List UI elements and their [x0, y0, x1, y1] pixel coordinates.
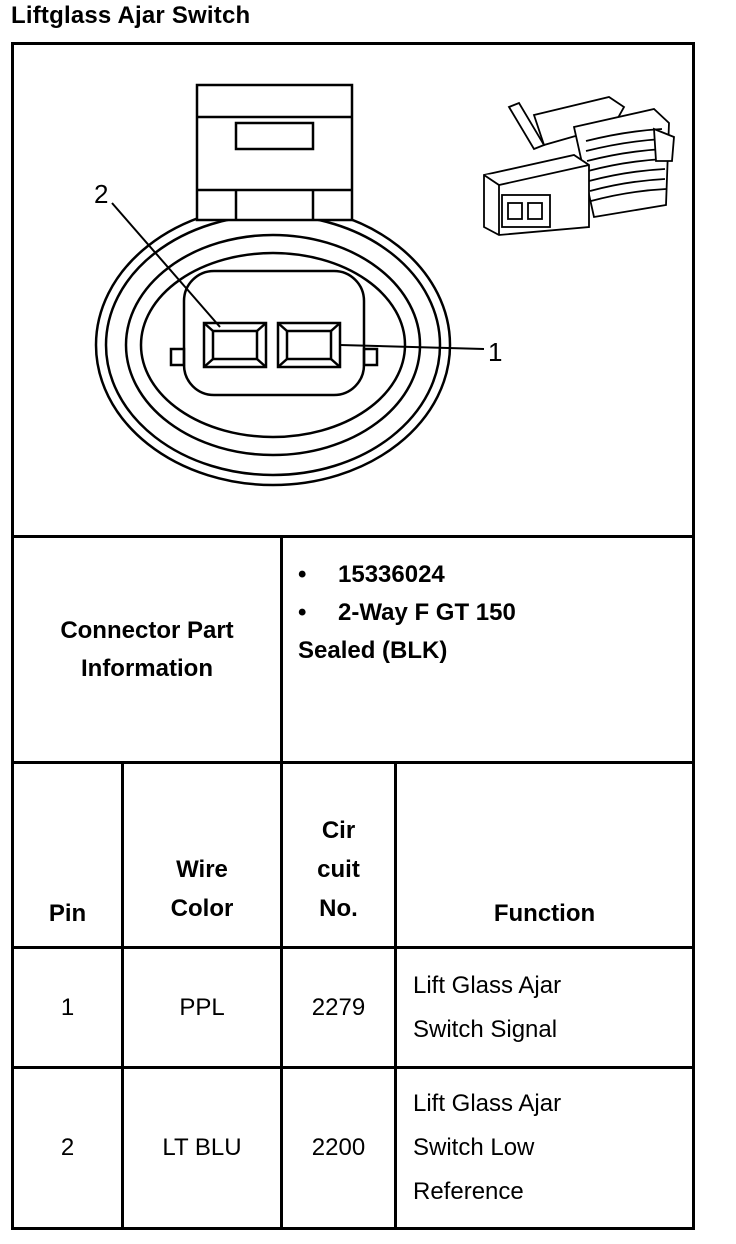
pin-value: 1	[60, 993, 75, 1021]
table-row-1-wire: PPL	[124, 949, 280, 1066]
connector-type: 2-Way F GT 150	[338, 599, 516, 626]
function-line: Lift Glass Ajar	[413, 1090, 562, 1117]
connector-type-item: • 2-Way F GT 150	[298, 594, 688, 632]
table-row-1-pin: 1	[14, 949, 121, 1066]
table-row-1-function: Lift Glass Ajar Switch Signal	[413, 949, 692, 1066]
connector-face-diagram: 2 1	[94, 83, 675, 487]
connector-part-label-line2: Information	[80, 654, 213, 682]
table-row-2-function: Lift Glass Ajar Switch Low Reference	[413, 1069, 692, 1227]
header-function-text: Function	[493, 900, 596, 927]
header-pin-text: Pin	[48, 900, 87, 927]
table-row-2-pin: 2	[14, 1069, 121, 1227]
header-circuit-line3: No.	[319, 895, 358, 922]
function-line: Reference	[413, 1178, 524, 1205]
pin-label-2: 2	[94, 179, 108, 209]
circuit-value: 2279	[311, 993, 366, 1021]
header-circuit-no: Cir cuit No.	[283, 764, 394, 946]
table-row-2-circuit: 2200	[283, 1069, 394, 1227]
divider	[121, 761, 124, 1230]
bullet-icon: •	[298, 561, 307, 588]
part-number-item: • 15336024	[298, 556, 688, 594]
leader-line-2	[111, 202, 221, 328]
header-wire-color: Wire Color	[124, 764, 280, 946]
wire-color-value: LT BLU	[162, 1134, 242, 1161]
page-title: Liftglass Ajar Switch	[11, 2, 251, 29]
divider	[280, 535, 283, 1230]
divider	[394, 761, 397, 1230]
connector-part-details: • 15336024 • 2-Way F GT 150 Sealed (BLK)	[298, 556, 688, 670]
terminal-2	[202, 321, 268, 369]
connector-table-frame	[11, 42, 695, 1230]
function-line: Lift Glass Ajar	[413, 971, 562, 999]
table-row-2-wire: LT BLU	[124, 1069, 280, 1227]
header-circuit-line2: cuit	[317, 856, 360, 883]
header-wire-line2: Color	[170, 895, 234, 922]
pin-value: 2	[60, 1134, 75, 1161]
part-number: 15336024	[338, 561, 445, 588]
divider	[11, 535, 695, 538]
bullet-icon: •	[298, 599, 307, 626]
header-circuit-line1: Cir	[321, 817, 356, 844]
connector-part-label-line1: Connector Part	[60, 616, 234, 644]
header-function: Function	[397, 764, 692, 946]
header-wire-line1: Wire	[176, 856, 228, 883]
connector-seal-description: Sealed (BLK)	[298, 637, 448, 664]
connector-isometric-view	[483, 96, 675, 236]
divider	[11, 1066, 695, 1069]
function-line: Switch Signal	[413, 1015, 558, 1043]
connector-part-label: Connector Part Information	[14, 538, 280, 761]
divider	[11, 946, 695, 949]
circuit-value: 2200	[311, 1134, 366, 1161]
leader-line-1	[339, 344, 485, 350]
table-row-1-circuit: 2279	[283, 949, 394, 1066]
function-line: Switch Low	[413, 1134, 535, 1161]
header-pin: Pin	[14, 764, 121, 946]
connector-latch	[195, 83, 354, 222]
pin-label-1: 1	[488, 337, 502, 367]
connector-cavity	[182, 269, 366, 397]
wire-color-value: PPL	[179, 993, 225, 1021]
divider	[11, 761, 695, 764]
